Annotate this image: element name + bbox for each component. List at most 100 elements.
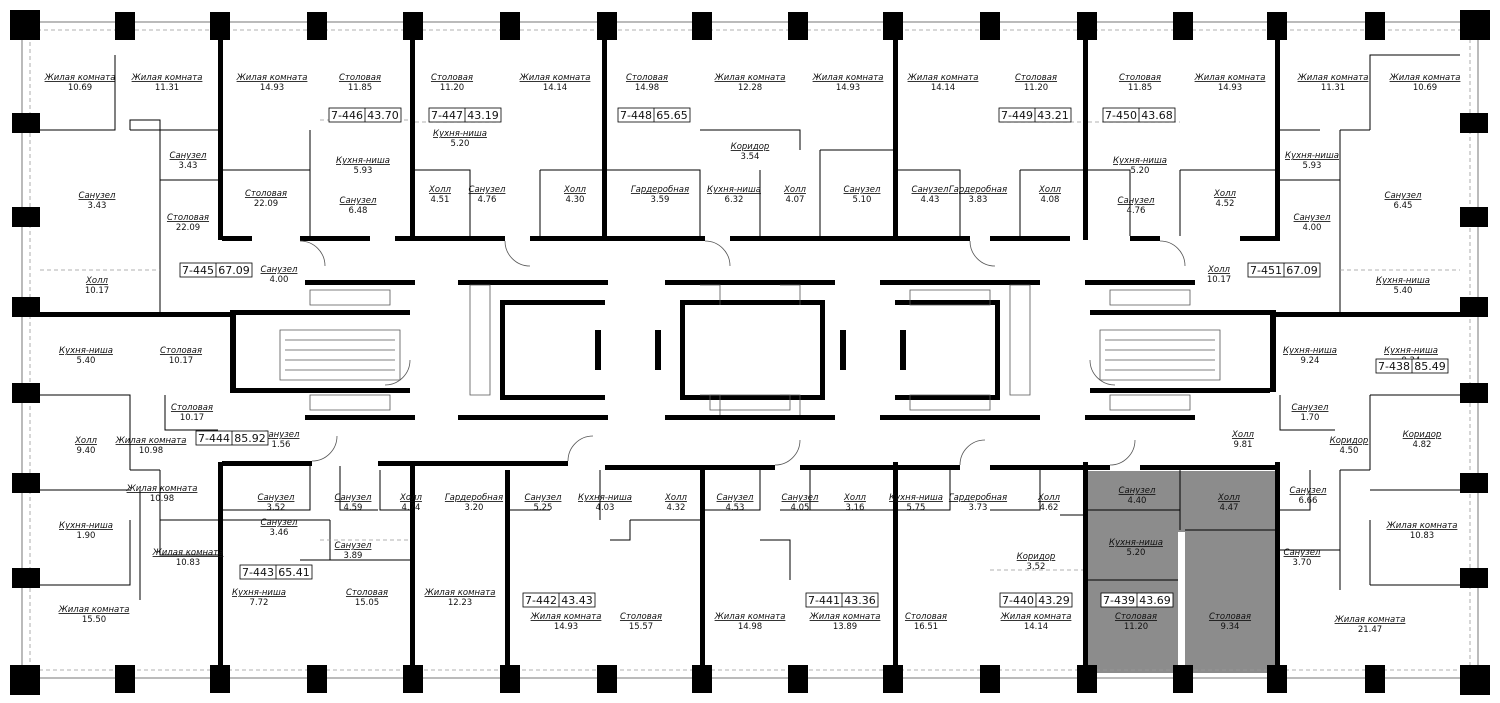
apartment-tag[interactable]: 7-442 43.43 [522,592,596,608]
room-name: Столовая [245,189,287,199]
room-name: Кухня-ниша [59,346,113,356]
apartment-number: 7-439 [1103,594,1135,607]
room-area: 5.93 [1303,161,1322,171]
apartment-number: 7-447 [431,109,463,122]
room-area: 11.85 [1128,83,1152,93]
apartment-number: 7-449 [1001,109,1033,122]
room-name: Жилая комната [115,436,187,446]
room-name: Столовая [1115,612,1157,622]
room-area: 4.08 [1041,195,1060,205]
apartment-tag[interactable]: 7-447 43.19 [428,107,502,123]
room-name: Холл [1217,493,1240,503]
apartment-tag[interactable]: 7-449 43.21 [998,107,1072,123]
room-name: Жилая комната [1194,73,1266,83]
apartment-area: 67.09 [218,264,250,277]
room-name: Санузел [1119,486,1156,496]
room-name: Столовая [339,73,381,83]
room-name: Холл [1213,189,1236,199]
room-name: Жилая комната [1000,612,1072,622]
room-name: Жилая комната [907,73,979,83]
room-name: Столовая [167,213,209,223]
room-name: Гардеробная [445,493,503,503]
room-area: 5.20 [1127,548,1146,558]
highlighted-apartment [1087,471,1276,673]
room-name: Жилая комната [809,612,881,622]
room-name: Жилая комната [44,73,116,83]
room-name: Столовая [171,403,213,413]
room-name: Кухня-ниша [1113,156,1167,166]
room-area: 4.76 [478,195,497,205]
room-area: 3.59 [651,195,670,205]
apartment-area: 43.43 [561,594,593,607]
room-name: Жилая комната [714,73,786,83]
room-area: 1.90 [77,531,96,541]
room-name: Холл [85,276,108,286]
apartment-area: 85.49 [1414,360,1446,373]
room-area: 3.73 [969,503,988,513]
room-area: 4.05 [791,503,810,513]
room-area: 4.53 [726,503,745,513]
room-name: Столовая [431,73,473,83]
room-area: 5.40 [1394,286,1413,296]
room-name: Санузел [912,185,949,195]
apartment-number: 7-444 [198,432,230,445]
room-area: 6.32 [725,195,744,205]
room-area: 11.31 [155,83,179,93]
room-name: Санузел [782,493,819,503]
facade-outline [21,21,1479,679]
room-name: Санузел [258,493,295,503]
bearing-walls [30,30,1470,677]
room-area: 15.57 [629,622,653,632]
room-area: 10.69 [1413,83,1437,93]
apartment-number: 7-441 [808,594,840,607]
room-area: 6.45 [1394,201,1413,211]
room-area: 4.52 [1216,199,1235,209]
apartment-tag[interactable]: 7-444 85.92 [195,430,269,446]
apartment-area: 43.21 [1037,109,1069,122]
room-area: 10.98 [150,494,174,504]
apartment-area: 85.92 [234,432,266,445]
room-name: Жилая комната [530,612,602,622]
room-name: Санузел [1290,486,1327,496]
room-name: Санузел [335,493,372,503]
apartment-area: 43.19 [467,109,499,122]
room-name: Жилая комната [126,484,198,494]
room-name: Жилая комната [1334,615,1406,625]
room-name: Холл [74,436,97,446]
room-area: 4.43 [921,195,940,205]
apartment-number: 7-442 [525,594,557,607]
room-area: 1.70 [1301,413,1320,423]
room-name: Холл [428,185,451,195]
apartment-tag[interactable]: 7-445 67.09 [179,262,253,278]
room-area: 11.20 [1124,622,1148,632]
room-area: 11.20 [440,83,464,93]
partitions [40,54,1460,600]
room-area: 4.07 [786,195,805,205]
room-area: 4.00 [1303,223,1322,233]
room-area: 22.09 [254,199,278,209]
room-name: Санузел [1292,403,1329,413]
apartment-number: 7-445 [182,264,214,277]
room-area: 4.40 [1128,496,1147,506]
room-name: Гардеробная [949,493,1007,503]
room-area: 15.05 [355,598,379,608]
room-name: Жилая комната [58,605,130,615]
apartment-area: 65.41 [278,566,310,579]
room-name: Санузел [170,151,207,161]
apartment-number: 7-450 [1105,109,1137,122]
room-name: Гардеробная [949,185,1007,195]
room-area: 5.20 [1131,166,1150,176]
room-area: 14.93 [260,83,284,93]
room-name: Жилая комната [714,612,786,622]
room-name: Жилая комната [812,73,884,83]
